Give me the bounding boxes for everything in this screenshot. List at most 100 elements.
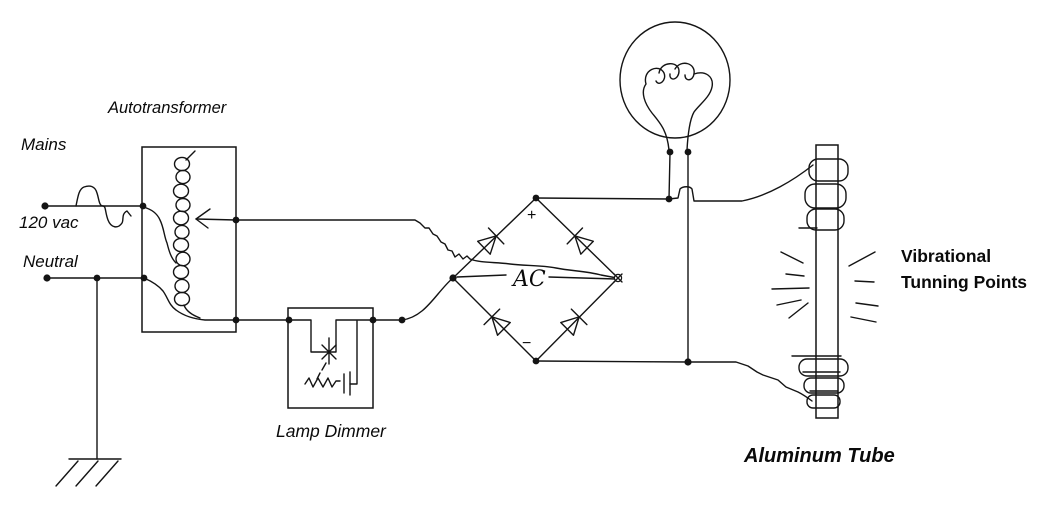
diode-symbol	[476, 227, 505, 255]
triac-icon	[321, 337, 337, 365]
tap-arrow-head	[195, 208, 211, 229]
rays-left	[771, 251, 810, 319]
coil-turn	[175, 197, 191, 213]
tube-body	[815, 144, 839, 419]
junction-node	[41, 202, 49, 210]
junction-node	[285, 316, 293, 324]
diode-bottom-right-icon	[560, 308, 588, 336]
winding-loop	[808, 158, 849, 182]
diode-symbol	[560, 308, 588, 336]
junction-node	[532, 194, 540, 202]
junction-node	[232, 316, 240, 324]
lamp-dimmer	[287, 307, 374, 409]
junction-node	[684, 358, 692, 366]
junction-node	[232, 216, 240, 224]
node-x	[613, 273, 623, 283]
bulb-globe	[619, 21, 731, 139]
dimmer-internal-wire	[288, 319, 373, 353]
autotransformer	[141, 146, 237, 333]
winding-loop	[806, 208, 845, 231]
diode-top-left-icon	[476, 227, 505, 255]
plus-label: +	[527, 207, 536, 224]
hot-to-coil-wire	[142, 206, 177, 264]
winding-cross-bars	[802, 371, 841, 392]
junction-node	[43, 274, 51, 282]
autotransformer-coil-icon	[172, 150, 201, 319]
plus-wire-to-tube	[668, 164, 814, 202]
junction-node	[369, 316, 377, 324]
coil-turn	[175, 169, 191, 185]
tap-arrow-shaft	[195, 218, 237, 221]
diode-top-right-icon	[566, 227, 595, 255]
diode-symbol	[566, 227, 595, 255]
junction-node	[684, 148, 692, 156]
tube-top-winding	[798, 158, 849, 231]
junction-node	[532, 357, 540, 365]
junction-node	[398, 316, 406, 324]
vibrational-label-line2: Tunning Points	[901, 272, 1027, 292]
winding-loop	[798, 358, 849, 377]
autotransformer-label: Autotransformer	[107, 99, 228, 117]
minus-label: −	[522, 335, 531, 352]
filament-right	[686, 72, 713, 151]
bulb-left-lead	[668, 152, 671, 200]
autotransformer-box	[141, 146, 237, 333]
filament-loop	[658, 63, 680, 80]
tap-output-wire	[235, 219, 618, 279]
diode-symbol	[483, 308, 511, 336]
capacitor-plates	[343, 371, 351, 396]
ground-symbol	[55, 277, 122, 487]
coil-turn	[172, 237, 190, 253]
bulb-filament-icon	[642, 62, 713, 151]
coil-turn	[174, 224, 190, 240]
vibration-rays-icon	[771, 251, 879, 323]
filament-left	[642, 67, 670, 151]
coil-turn	[173, 291, 191, 307]
neutral-label: Neutral	[23, 252, 79, 271]
coil-bottom-tail	[183, 304, 201, 319]
lamp-dimmer-box	[287, 307, 374, 409]
open-junction-node	[613, 273, 623, 283]
winding-loop	[806, 394, 841, 409]
vibrational-label-line1: Vibrational	[901, 246, 991, 266]
tube-bottom-winding	[791, 355, 849, 409]
ground-hatches	[55, 460, 119, 487]
coil-turn	[173, 156, 191, 172]
ac-label: AC	[511, 267, 546, 292]
junction-node	[140, 274, 148, 282]
tap-wiper-arrow-icon	[195, 208, 237, 229]
voltage-label: 120 vac	[19, 213, 79, 232]
lamp-dimmer-label: Lamp Dimmer	[276, 421, 387, 441]
resistor-icon	[304, 377, 341, 388]
coil-turn	[172, 183, 190, 199]
coil-turn	[172, 264, 190, 280]
gate-wire-dashes	[316, 362, 327, 380]
dimmer-output-wire	[372, 277, 454, 321]
junction-nodes	[41, 148, 692, 366]
triac-symbol	[321, 337, 337, 365]
coil-turn	[174, 278, 190, 294]
winding-loop	[804, 183, 847, 209]
junction-node	[139, 202, 147, 210]
light-bulb	[619, 21, 731, 363]
aluminum-tube-label: Aluminum Tube	[743, 445, 895, 467]
capacitor-up-wire	[349, 320, 358, 385]
mains-label: Mains	[21, 135, 67, 154]
mains-hot-wire	[44, 185, 143, 228]
plus-output-wire	[535, 197, 670, 200]
coil-turn	[175, 251, 191, 267]
coil-turn	[172, 210, 190, 226]
neutral-to-coil-wire	[143, 277, 237, 321]
junction-node	[666, 148, 674, 156]
coil-top-tail	[185, 150, 196, 161]
junction-node	[93, 274, 101, 282]
aluminum-tube	[771, 144, 879, 419]
minus-output-wire	[535, 360, 689, 363]
diode-bottom-left-icon	[483, 308, 511, 336]
junction-node	[449, 274, 457, 282]
junction-node	[665, 195, 673, 203]
capacitor-icon	[343, 320, 358, 396]
minus-wire-to-tube	[687, 361, 813, 402]
